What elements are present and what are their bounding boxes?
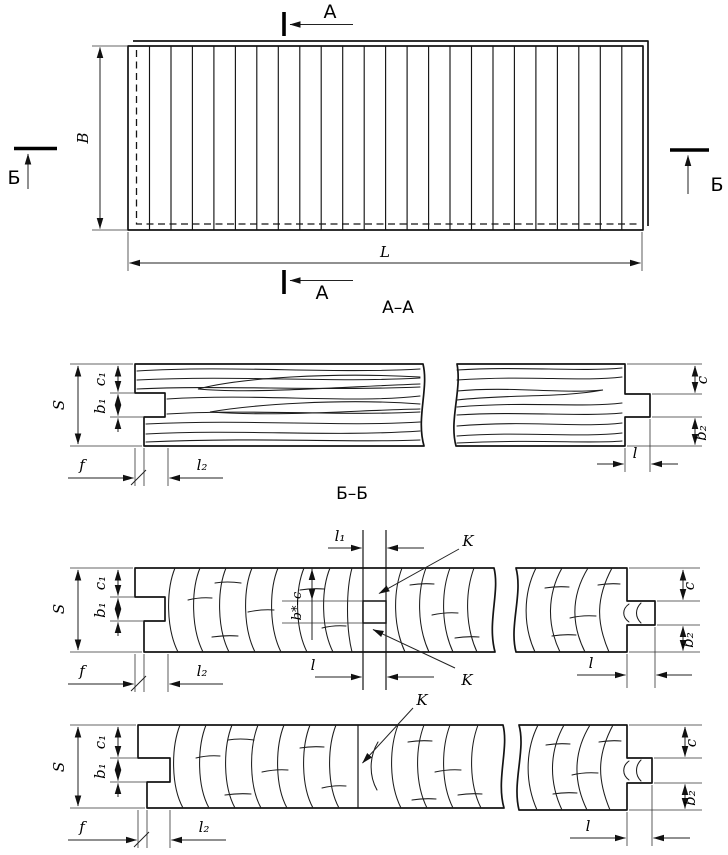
aa-dim-c1: c₁ [91, 372, 109, 386]
bb2-right-board-outline [516, 724, 653, 811]
section-cut-b-right: Б [670, 148, 724, 196]
bb2-long-board-grain [173, 724, 483, 809]
section-title-bb: Б–Б [336, 484, 368, 504]
bb1-dim-bstar-c: b*–c [290, 591, 305, 620]
bb2-dim-c: c [682, 738, 700, 747]
panel-groove-hidden-line [135, 50, 641, 225]
aa-left-board-grain [136, 368, 421, 443]
aa-right-board-grain [456, 367, 623, 444]
aa-dim-f: f [78, 456, 87, 474]
dim-label-length-l: L [379, 243, 390, 261]
aa-dim-l: l [633, 444, 638, 462]
bb1-joint-tongue [362, 600, 387, 624]
section-cut-label-a-top: А [324, 1, 337, 23]
bb1-dim-f: f [78, 662, 87, 680]
panel-strips [148, 46, 623, 230]
bb2-dim-c1: c₁ [91, 735, 109, 749]
bb2-dim-l2: l₂ [199, 818, 210, 836]
bb1-k-top: K [461, 532, 474, 550]
bb1-right-board-grain [525, 567, 642, 653]
aa-dim-c: c [693, 375, 711, 384]
section-cut-label-a-bottom: А [316, 282, 329, 304]
bb2-long-board-outline [137, 724, 506, 809]
bb1-dim-b1: b₁ [91, 602, 109, 618]
bb1-long-board-grain [168, 567, 480, 653]
bb1-dim-c1: c₁ [91, 576, 109, 590]
section-cut-a-bottom: А [282, 270, 353, 304]
bb2-right-board-grain [527, 724, 642, 811]
bb1-dim-l: l [589, 654, 594, 672]
section-cut-b-left: Б [7, 146, 57, 189]
section-bb-row1: l₁ b*–c K K l S c₁ b₁ f l₂ [50, 527, 700, 692]
aa-dim-l2: l₂ [197, 456, 208, 474]
section-aa-view: S c₁ b₁ f l₂ c b₂ l [50, 363, 711, 486]
section-bb-row2: K S c₁ b₁ f l₂ [50, 691, 702, 848]
dim-label-width-b: B [74, 132, 92, 144]
bb1-k-bottom: K [460, 671, 473, 689]
bb1-dim-l1: l₁ [335, 527, 346, 545]
bb2-dim-l: l [586, 817, 591, 835]
bb1-right-board-outline [513, 567, 656, 653]
plan-view-panel: B L А А Б Б А–А [7, 1, 723, 318]
section-cut-a-top: А [282, 1, 353, 36]
panel-tongue-outline [133, 40, 649, 226]
bb1-dim-s: S [50, 604, 68, 614]
section-cut-label-b-right: Б [710, 174, 723, 196]
aa-dim-b2: b₂ [692, 425, 710, 441]
aa-left-board-outline [134, 363, 426, 447]
bb1-dim-b2: b₂ [679, 632, 697, 648]
bb1-dim-c: c [680, 581, 698, 590]
section-title-aa: А–А [382, 298, 414, 318]
bb1-dim-l2: l₂ [197, 662, 208, 680]
bb2-k: K [415, 691, 428, 709]
aa-dim-b1: b₁ [91, 398, 109, 414]
bb2-dim-b2: b₂ [681, 790, 699, 806]
bb2-dim-s: S [50, 762, 68, 772]
bb1-dim-l-joint: l [311, 656, 316, 674]
bb1-long-board-outline [134, 567, 497, 653]
section-cut-label-b-left: Б [7, 167, 20, 189]
aa-right-board-outline [453, 363, 651, 447]
bb2-dim-f: f [78, 818, 87, 836]
aa-dim-s: S [50, 400, 68, 410]
bb2-dim-b1: b₁ [91, 763, 109, 779]
